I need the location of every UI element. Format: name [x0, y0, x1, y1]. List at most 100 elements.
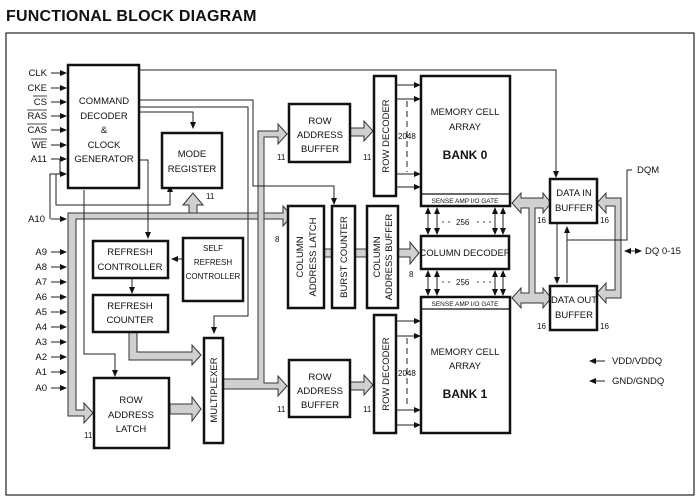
svg-text:REGISTER: REGISTER — [168, 164, 217, 175]
svg-text:A4: A4 — [35, 322, 47, 333]
svg-text:8: 8 — [275, 235, 280, 244]
svg-text:A9: A9 — [35, 247, 47, 258]
refresh-counter-block: REFRESH COUNTER — [91, 293, 170, 334]
svg-text:CONTROLLER: CONTROLLER — [98, 262, 163, 273]
bus-width-labels: 11 11 11 11 11 11 8 8 2048 2048 256 256 … — [84, 132, 609, 440]
address-input-labels: A9 A8 A7 A6 A5 A4 A3 A2 A1 A0 — [35, 247, 47, 394]
svg-text:A11: A11 — [31, 154, 47, 165]
svg-text:LATCH: LATCH — [116, 424, 147, 435]
svg-text:11: 11 — [277, 405, 286, 414]
svg-text:BUFFER: BUFFER — [301, 144, 339, 155]
svg-text:BUFFER: BUFFER — [301, 400, 339, 411]
self-refresh-controller-block: SELF REFRESH CONTROLLER — [181, 236, 245, 303]
svg-text:2048: 2048 — [398, 369, 416, 378]
row-buffer0-out-bus — [349, 119, 374, 143]
svg-text:A2: A2 — [35, 352, 47, 363]
svg-text:ADDRESS BUFFER: ADDRESS BUFFER — [384, 214, 395, 301]
column-ellipsis — [442, 221, 491, 283]
svg-text:BUFFER: BUFFER — [555, 310, 593, 321]
to-row-latch-wire — [83, 190, 118, 377]
svg-text:COLUMN: COLUMN — [295, 236, 306, 277]
svg-text:A8: A8 — [35, 262, 47, 273]
dq-label: DQ 0-15 — [645, 246, 681, 257]
to-mode-register-wire — [55, 174, 173, 206]
bank-data-bus — [511, 191, 552, 310]
refresh-counter-bus — [128, 331, 202, 367]
svg-text:8: 8 — [409, 270, 414, 279]
svg-text:SENSE AMP I/O GATE: SENSE AMP I/O GATE — [432, 198, 500, 205]
svg-text:COLUMN: COLUMN — [372, 236, 383, 277]
svg-text:CLK: CLK — [29, 68, 48, 79]
svg-text:CLOCK: CLOCK — [88, 140, 121, 151]
row-decoder-0-block: ROW DECODER — [372, 74, 398, 198]
multiplexer-block: MULTIPLEXER — [202, 336, 225, 445]
svg-text:REFRESH: REFRESH — [107, 247, 153, 258]
svg-text:ADDRESS: ADDRESS — [108, 410, 154, 421]
svg-text:&: & — [101, 125, 108, 136]
svg-text:16: 16 — [537, 216, 546, 225]
svg-text:DECODER: DECODER — [80, 111, 128, 122]
data-out-buffer-block: DATA OUT BUFFER — [548, 284, 599, 332]
a10-label: A10 — [28, 214, 45, 225]
svg-text:11: 11 — [363, 153, 372, 162]
active-low-overlines — [27, 95, 47, 140]
svg-text:256: 256 — [456, 278, 470, 287]
to-mode-reg-wire — [139, 111, 196, 129]
svg-text:ADDRESS: ADDRESS — [297, 386, 343, 397]
svg-text:ADDRESS: ADDRESS — [297, 130, 343, 141]
row-address-latch-block: ROW ADDRESS LATCH — [92, 376, 171, 450]
svg-text:A1: A1 — [35, 367, 47, 378]
svg-text:11: 11 — [363, 405, 372, 414]
bank-1-block: SENSE AMP I/O GATE MEMORY CELL ARRAY BAN… — [419, 295, 512, 435]
svg-text:2048: 2048 — [398, 132, 416, 141]
svg-text:ROW DECODER: ROW DECODER — [381, 99, 392, 173]
refresh-controller-block: REFRESH CONTROLLER — [91, 239, 170, 280]
svg-text:COMMAND: COMMAND — [79, 96, 129, 107]
row-latch-to-mux-bus — [169, 395, 202, 423]
svg-text:CAS: CAS — [27, 125, 47, 136]
svg-text:BURST COUNTER: BURST COUNTER — [339, 216, 350, 298]
mux-out-bus — [221, 122, 288, 398]
svg-text:ROW: ROW — [119, 395, 142, 406]
diagram-title: FUNCTIONAL BLOCK DIAGRAM — [6, 8, 257, 25]
svg-text:11: 11 — [206, 192, 215, 201]
control-input-labels: CLK CKE CS RAS CAS WE A11 — [27, 68, 47, 165]
dqm-wire — [567, 169, 632, 241]
dqm-label: DQM — [637, 165, 659, 176]
svg-text:DATA OUT: DATA OUT — [551, 295, 597, 306]
clk-to-data-in-wire — [139, 69, 559, 178]
svg-text:11: 11 — [84, 431, 93, 440]
svg-text:REFRESH: REFRESH — [194, 258, 232, 267]
svg-text:ROW: ROW — [308, 372, 331, 383]
row-lines-bank0 — [397, 82, 421, 190]
svg-text:DATA IN: DATA IN — [556, 188, 592, 199]
column-lines — [425, 207, 506, 296]
address-bus — [67, 204, 293, 425]
svg-text:ARRAY: ARRAY — [449, 361, 482, 372]
column-address-buffer-block: COLUMN ADDRESS BUFFER — [365, 204, 400, 310]
svg-text:16: 16 — [600, 322, 609, 331]
svg-text:RAS: RAS — [27, 111, 47, 122]
column-address-latch-block: COLUMN ADDRESS LATCH — [286, 204, 326, 310]
input-wires — [51, 70, 67, 391]
mode-register-bus — [181, 192, 205, 214]
svg-text:MEMORY CELL: MEMORY CELL — [431, 107, 500, 118]
svg-text:256: 256 — [456, 218, 470, 227]
svg-text:COLUMN DECODER: COLUMN DECODER — [419, 248, 510, 259]
command-decoder-block: COMMAND DECODER & CLOCK GENERATOR — [66, 63, 141, 190]
dq-bus — [596, 191, 622, 305]
svg-text:A0: A0 — [35, 383, 47, 394]
svg-text:MODE: MODE — [178, 149, 207, 160]
svg-text:CS: CS — [34, 97, 47, 108]
svg-text:11: 11 — [277, 153, 286, 162]
svg-text:16: 16 — [600, 216, 609, 225]
svg-text:BANK 0: BANK 0 — [443, 148, 488, 162]
svg-text:COUNTER: COUNTER — [107, 315, 154, 326]
svg-text:A3: A3 — [35, 337, 47, 348]
row-buffer1-out-bus — [349, 373, 374, 397]
svg-text:WE: WE — [32, 140, 47, 151]
to-refresh-ctrl-wire — [139, 159, 151, 239]
svg-text:ROW: ROW — [308, 116, 331, 127]
burst-counter-block: BURST COUNTER — [330, 204, 357, 310]
bank-0-block: MEMORY CELL ARRAY BANK 0 SENSE AMP I/O G… — [419, 74, 512, 208]
